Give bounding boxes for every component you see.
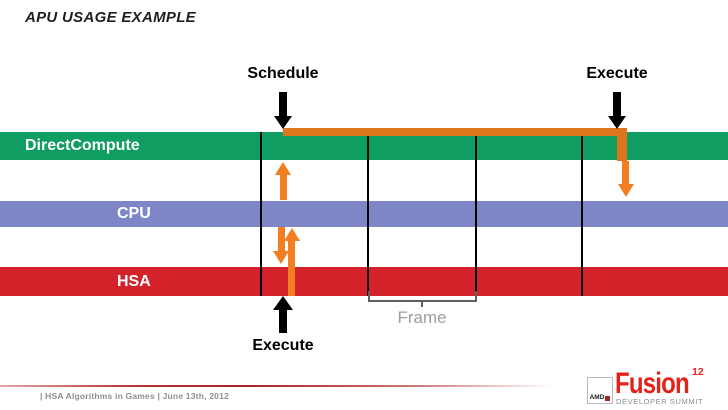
frame-bracket-left [368,291,370,301]
execute-arrow-top-shaft [613,92,621,117]
orange-elbow [617,128,627,161]
execute-arrow-top-icon [608,116,626,129]
frame-divider-line [260,132,262,296]
frame-bracket-tick [421,301,423,307]
schedule-arrow-icon [274,116,292,129]
bar-directcompute-label: DirectCompute [25,137,140,154]
orange-down-arrow-hsa-shaft [278,227,285,251]
orange-up-arrow-dc-shaft [280,175,287,200]
orange-down-arrow-right-icon [618,184,634,197]
orange-up-arrow-cpu-shaft [288,241,295,296]
footer-text: | HSA Algorithms in Games | June 13th, 2… [40,391,229,401]
frame-bracket-right [475,291,477,301]
amd-logo-text: AMD [589,393,605,401]
frame-divider-line [367,132,369,296]
frame-divider-line [475,132,477,296]
fusion-year: 12 [692,366,704,378]
frame-label: Frame [397,308,447,327]
fusion-wordmark: Fusion [615,367,690,400]
bar-cpu: CPU [0,201,728,227]
execute-arrow-bottom-shaft [279,310,287,333]
bar-hsa-label: HSA [117,273,151,290]
frame-divider-line [581,132,583,296]
amd-arrow-icon [605,396,611,401]
developer-summit-label: DEVELOPER SUMMIT [616,397,704,406]
bar-cpu-label: CPU [117,205,151,222]
schedule-label: Schedule [247,65,319,82]
orange-up-arrow-cpu-icon [284,228,300,241]
orange-up-arrow-dc-icon [275,162,291,175]
execute-arrow-bottom-icon [273,296,293,310]
schedule-arrow-shaft [279,92,287,117]
execute-label-top: Execute [586,65,648,82]
bar-directcompute: DirectCompute [0,132,728,160]
frame-bracket-bottom [368,300,477,302]
slide-title: APU USAGE EXAMPLE [25,9,196,26]
execute-label-bottom: Execute [252,337,314,354]
orange-dispatch-line [283,128,627,136]
footer-divider-line [0,385,553,387]
orange-down-arrow-right-shaft [622,161,629,184]
amd-logo-box: AMD [587,377,613,404]
bar-hsa: HSA [0,267,728,296]
orange-down-arrow-hsa-icon [273,251,289,264]
